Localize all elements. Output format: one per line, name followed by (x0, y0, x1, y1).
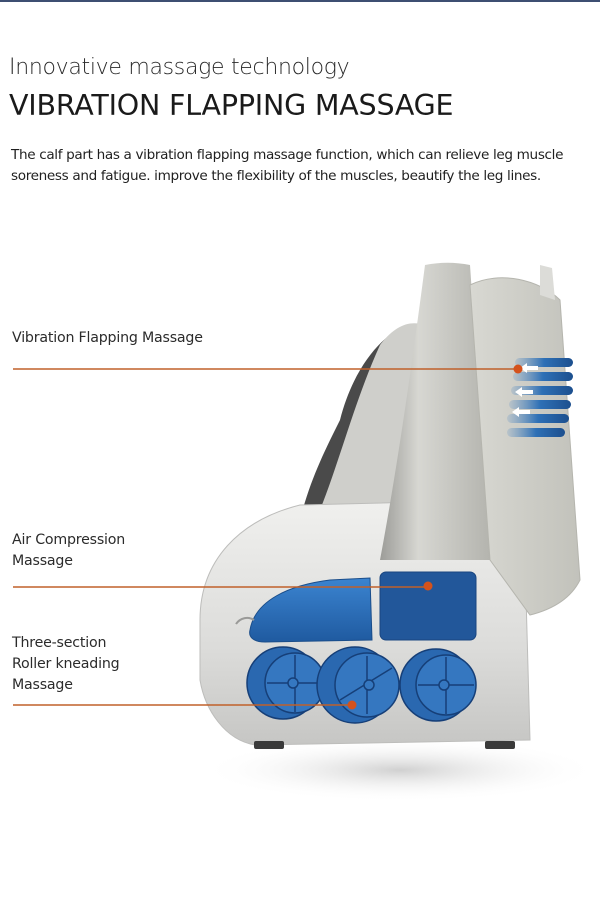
callout-label-line: Massage (12, 553, 73, 569)
callout-label-line: Air Compression (12, 532, 126, 548)
feature-description: The calf part has a vibration flapping m… (11, 147, 564, 184)
kneading-rollers (246, 646, 477, 724)
air-bag-front (249, 577, 373, 643)
callout-label-line: Massage (12, 677, 73, 693)
callout-label-text: Vibration Flapping Massage (12, 330, 203, 346)
air-bag-rear (379, 571, 477, 641)
section-subtitle: Innovative massage technology (9, 55, 350, 80)
top-border (0, 0, 600, 2)
section-title: VIBRATION FLAPPING MASSAGE (9, 89, 454, 122)
vibration-flapping-modules (507, 358, 573, 437)
callout-roller-kneading: Three-section Roller kneading Massage (12, 633, 120, 696)
callout-air-compression: Air Compression Massage (12, 530, 125, 572)
arrow-left-icon (512, 363, 538, 417)
callout-label-line: Three-section (12, 635, 107, 651)
floor-shadow (200, 738, 600, 802)
callout-dots (347, 364, 523, 710)
chair-leg-column (380, 262, 490, 560)
massage-chair-illustration (13, 262, 600, 802)
callout-label-line: Roller kneading (12, 656, 120, 672)
chair-foot-right (485, 741, 515, 749)
chair-foot-left (254, 741, 284, 749)
callout-lines (13, 368, 518, 706)
callout-vibration-flapping: Vibration Flapping Massage (12, 328, 203, 349)
